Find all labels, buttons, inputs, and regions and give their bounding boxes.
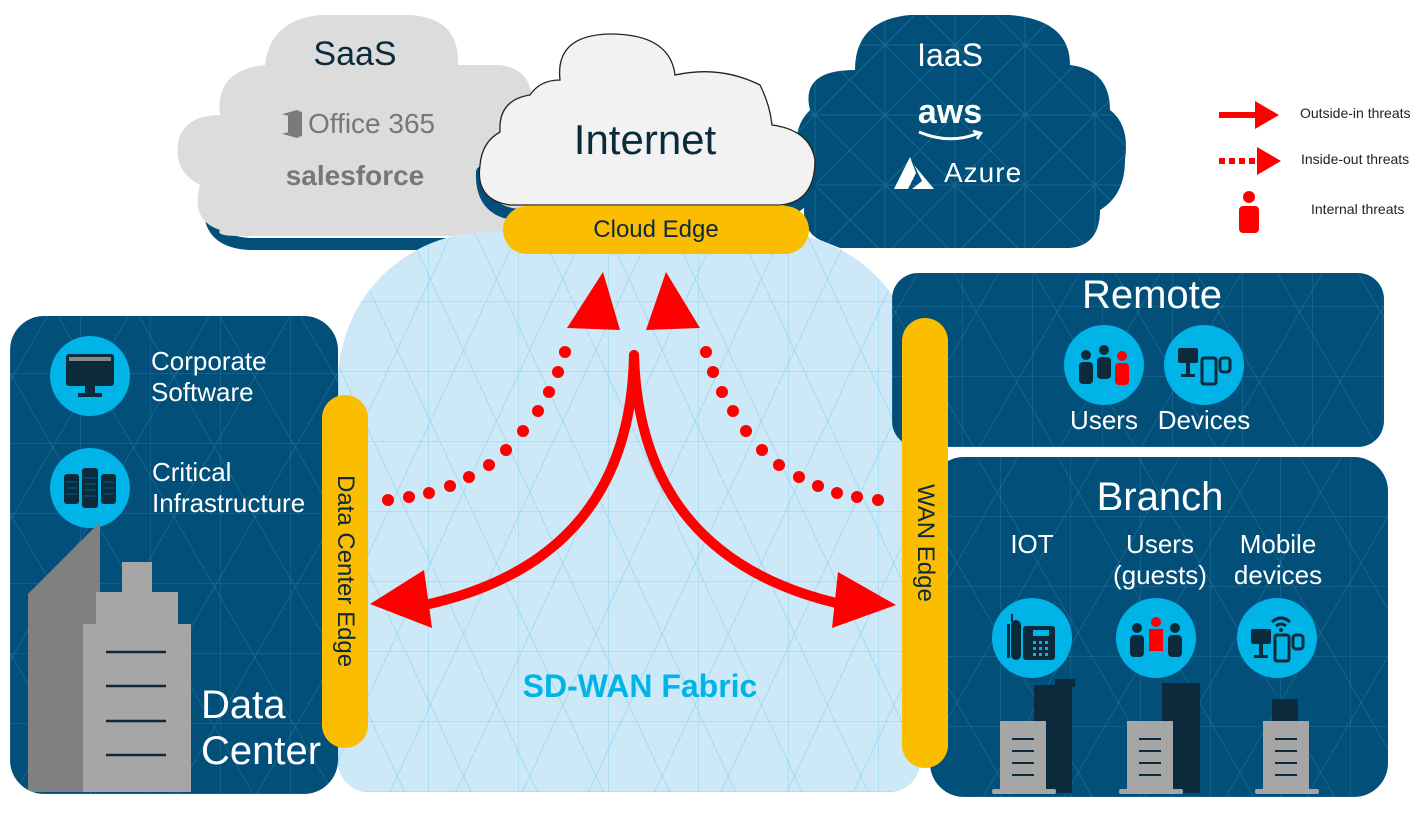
aws-logo: aws — [800, 95, 1100, 148]
dotted-arrow-icon — [1219, 147, 1281, 175]
branch-mobile-circle — [1237, 598, 1317, 678]
sd-wan-fabric — [338, 232, 920, 792]
remote-panel: Remote Users Devices — [892, 273, 1384, 447]
cloud-edge-label: Cloud Edge — [593, 216, 719, 243]
remote-devices-label: Devices — [1157, 405, 1251, 435]
wan-edge-label: WAN Edge — [912, 484, 939, 602]
azure-label: Azure — [944, 157, 1023, 188]
branch-iot-circle — [992, 598, 1072, 678]
legend-item-inside-out: Inside-out threats — [1215, 143, 1425, 183]
users-icon — [1079, 345, 1129, 385]
ip-phone-icon — [1007, 614, 1055, 660]
branch-buildings — [992, 679, 1319, 794]
salesforce-logo: salesforce — [285, 160, 425, 191]
corporate-software-label: Corporate Software — [151, 346, 267, 407]
devices-icon — [1178, 348, 1232, 386]
guest-users-icon — [1130, 617, 1182, 657]
legend-item-outside-in: Outside-in threats — [1215, 95, 1425, 135]
solid-arrow-icon — [1219, 101, 1279, 129]
iaas-title: IaaS — [917, 37, 983, 73]
legend: Outside-in threats Inside-out threats In… — [1215, 95, 1425, 240]
aws-smile-icon — [918, 129, 984, 141]
person-icon — [1239, 191, 1259, 233]
critical-infrastructure-label: Critical Infrastructure — [152, 457, 306, 518]
sd-wan-fabric-label: SD-WAN Fabric — [522, 668, 758, 704]
mobile-devices-icon — [1251, 616, 1305, 663]
branch-users-label: Users (guests) — [1113, 529, 1207, 590]
internet-title: Internet — [573, 116, 717, 163]
remote-title: Remote — [1081, 273, 1223, 317]
legend-item-internal: Internal threats — [1215, 189, 1425, 239]
internet-cloud: Internet — [470, 30, 820, 220]
branch-building-iot-icon — [992, 679, 1075, 794]
legend-label-internal: Internal threats — [1311, 201, 1405, 217]
azure-logo: Azure — [890, 155, 1022, 191]
branch-building-mobile-icon — [1255, 699, 1319, 794]
wan-edge-bar: WAN Edge — [902, 318, 948, 768]
branch-panel: Branch IOT Users (guests) Mobile devices — [930, 457, 1388, 797]
aws-label: aws — [917, 93, 983, 131]
data-center-edge-bar: Data Center Edge — [322, 395, 368, 748]
data-center-title: Data Center — [201, 683, 322, 773]
office-icon — [282, 110, 302, 138]
branch-iot-label: IOT — [1010, 529, 1054, 559]
remote-devices-circle — [1164, 325, 1244, 405]
data-center-panel: Corporate Software Critical Infrastructu… — [10, 316, 338, 794]
data-center-building-icon — [28, 522, 191, 792]
legend-label-inside-out: Inside-out threats — [1301, 151, 1410, 167]
saas-cloud: SaaS Office 365 salesforce — [170, 10, 540, 250]
monitor-icon — [66, 354, 114, 397]
branch-users-circle — [1116, 598, 1196, 678]
servers-icon — [64, 468, 116, 508]
critical-infrastructure-circle — [50, 448, 130, 528]
remote-users-circle — [1064, 325, 1144, 405]
branch-mobile-label: Mobile devices — [1233, 529, 1323, 590]
azure-icon — [894, 157, 934, 189]
saas-title: SaaS — [313, 35, 397, 73]
branch-building-users-icon — [1119, 683, 1200, 794]
office365-logo: Office 365 — [282, 108, 435, 140]
data-center-edge-label: Data Center Edge — [332, 475, 359, 668]
iaas-cloud: IaaS aws Azure — [780, 10, 1130, 255]
office365-label: Office 365 — [308, 108, 436, 139]
legend-label-outside-in: Outside-in threats — [1300, 105, 1411, 121]
remote-users-label: Users — [1070, 405, 1138, 435]
cloud-edge-bar: Cloud Edge — [503, 206, 809, 254]
branch-title: Branch — [1096, 475, 1224, 519]
corporate-software-circle — [50, 336, 130, 416]
iaas-cloud-shape — [796, 15, 1126, 248]
